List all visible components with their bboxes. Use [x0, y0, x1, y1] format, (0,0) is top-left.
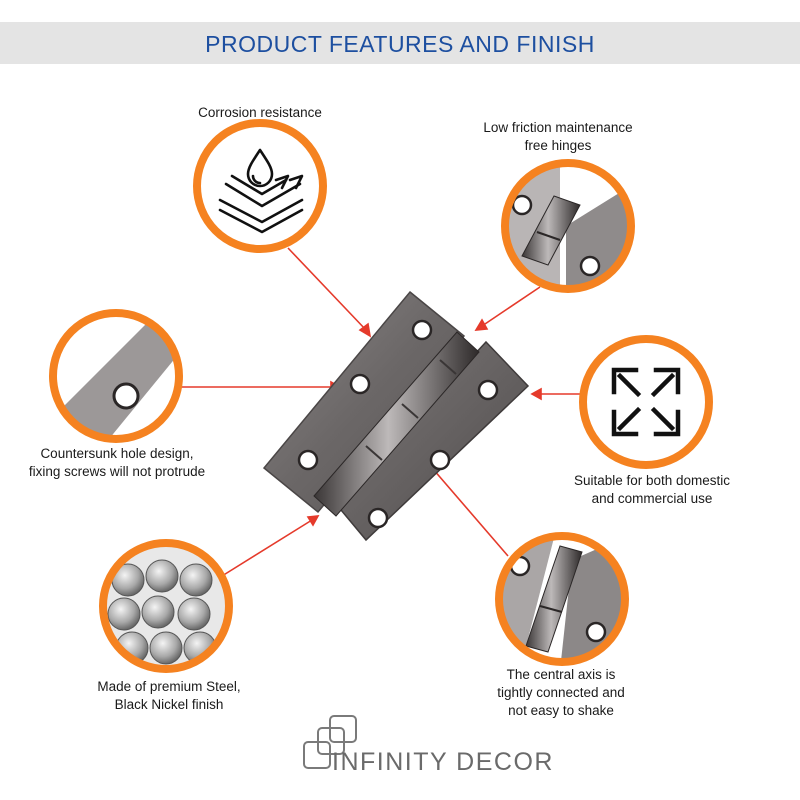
brand-name: INFINITY DECOR	[332, 748, 554, 776]
title-banner	[0, 22, 800, 64]
water-resistance-icon	[218, 148, 304, 234]
domestic-commercial-badge	[579, 335, 713, 469]
corrosion-resistance-badge	[193, 119, 327, 253]
low-friction-closeup	[501, 159, 635, 293]
corrosion-resistance-label: Corrosion resistance	[198, 105, 322, 120]
page-title: PRODUCT FEATURES AND FINISH	[205, 31, 595, 57]
countersunk-hole-label: Countersunk hole design, fixing screws w…	[28, 446, 206, 479]
overlapping-squares-logo-icon	[303, 715, 357, 769]
hinge-image	[262, 290, 530, 542]
low-friction-label: Low friction maintenance free hinges	[483, 120, 633, 153]
central-axis-closeup	[495, 532, 629, 666]
steel-material-closeup	[99, 539, 233, 673]
premium-steel-label: Made of premium Steel, Black Nickel fini…	[97, 679, 241, 712]
expand-arrows-icon	[611, 367, 681, 437]
countersunk-hole-closeup	[49, 309, 183, 443]
central-axis-label: The central axis is tightly connected an…	[497, 667, 625, 718]
domestic-commercial-label: Suitable for both domestic and commercia…	[573, 473, 731, 506]
